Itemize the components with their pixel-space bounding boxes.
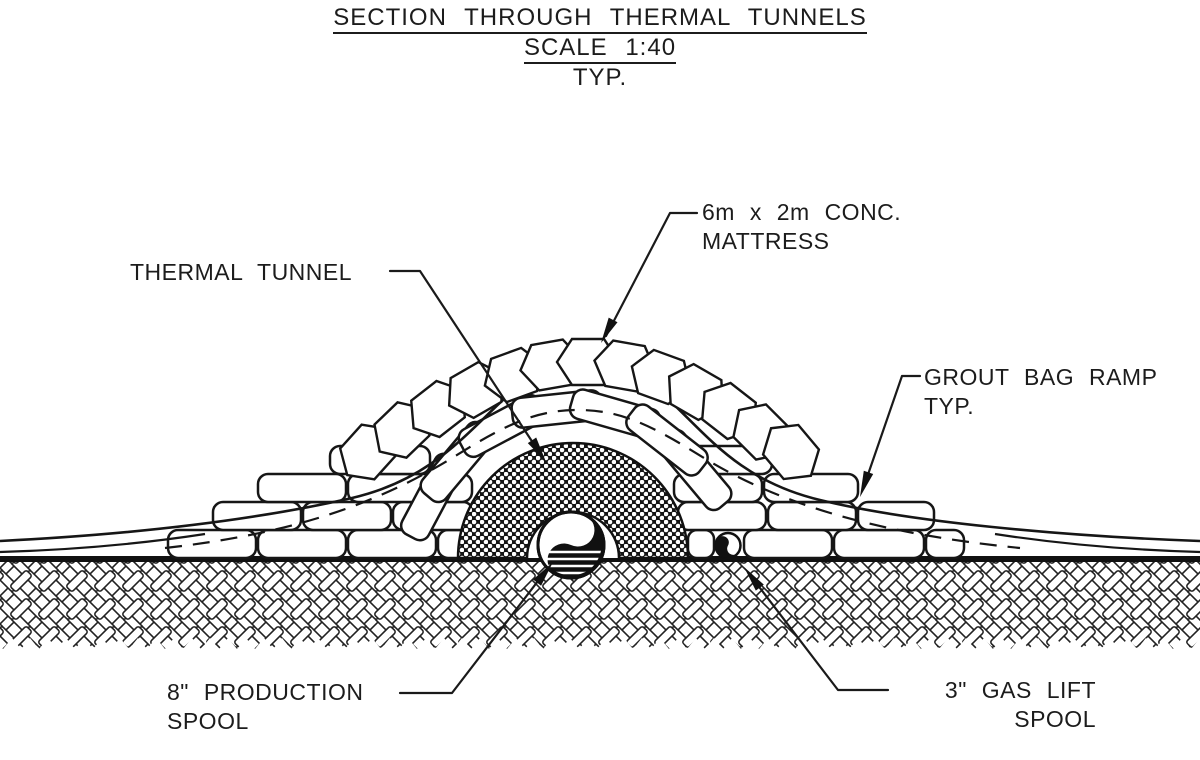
grout-bag [256,528,348,560]
drawing-title: SECTION THROUGH THERMAL TUNNELS [0,4,1200,34]
conc-mattress-label-line2: MATTRESS [702,228,830,254]
gas-lift-spool-pipe [714,531,742,560]
thermal-tunnel-label: THERMAL TUNNEL [130,259,353,285]
drawing-scale: SCALE 1:40 [0,34,1200,64]
production-spool-label-line2: SPOOL [167,708,249,734]
leader-thermal-tunnel [388,269,543,457]
grout-bag [924,528,966,560]
production-spool-label: 8" PRODUCTION SPOOL [167,678,363,736]
conc-mattress-label: 6m x 2m CONC. MATTRESS [702,198,901,256]
leader-gas-lift-spool [748,573,890,692]
grout-bag [742,528,834,560]
drawing-typ: TYP. [572,64,628,91]
leader-conc-mattress [604,211,699,338]
grout-bag [625,403,709,477]
mattress-underside-dashed [164,408,1021,550]
conc-mattress-label-line1: 6m x 2m CONC. [702,199,902,225]
drawing-title-text: SECTION THROUGH THERMAL TUNNELS [333,4,867,34]
arrowhead [533,562,553,586]
grout-bag [686,528,716,560]
gas-lift-spool-label-line2: SPOOL [1014,706,1096,732]
arrowhead [860,470,874,497]
grout-bag-hex [761,423,821,481]
gas-lift-spool-label-line1: 3" GAS LIFT [944,677,1096,703]
arrowhead [601,317,618,343]
arrowhead [527,437,546,462]
gas-lift-spool-label: 3" GAS LIFT SPOOL [860,676,1096,734]
grout-bag-ramp-label: GROUT BAG RAMP TYP. [924,363,1157,421]
title-block: SECTION THROUGH THERMAL TUNNELS SCALE 1:… [0,4,1200,91]
grout-bag-ramp-label-line2: TYP. [924,393,975,419]
grout-bag-arch [399,388,733,542]
mattress-edge-right [994,532,1200,554]
grout-bag [166,528,258,560]
grout-bag [301,500,393,532]
ground-hatch [0,562,1200,649]
leaders [388,211,922,695]
grout-bag [256,472,348,504]
thermal-tunnel-dome [456,441,690,560]
leader-grout-bag-ramp [861,374,922,491]
grout-bag-ramp-label-line1: GROUT BAG RAMP [924,364,1158,390]
production-spool-label-line1: 8" PRODUCTION [167,679,364,705]
grout-bag-hex-chain [338,337,821,481]
mattress-edge-left [0,532,206,554]
drawing-scale-text: SCALE 1:40 [523,34,677,64]
grout-bag [832,528,926,560]
leader-production-spool [398,566,550,695]
arrowhead [744,567,764,591]
